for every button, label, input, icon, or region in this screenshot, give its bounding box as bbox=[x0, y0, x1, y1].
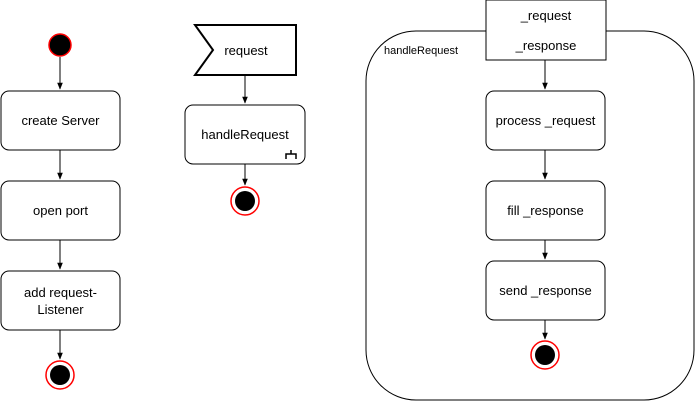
left-flow: create Server open port add request- Lis… bbox=[0, 33, 121, 390]
accept-event-request[interactable]: request bbox=[193, 24, 297, 76]
middle-flow: request handleRequest bbox=[184, 24, 306, 216]
rake-icon bbox=[285, 150, 297, 159]
action-create-server-label: create Server bbox=[21, 113, 100, 128]
action-handle-request-label: handleRequest bbox=[201, 127, 289, 142]
accept-event-label: request bbox=[224, 43, 268, 58]
param-response: _response bbox=[515, 38, 577, 53]
action-send-response[interactable]: send _response bbox=[485, 260, 606, 321]
right-flow: handleRequest _request _response process… bbox=[365, 0, 695, 401]
final-node[interactable] bbox=[45, 360, 75, 390]
action-send-response-label: send _response bbox=[499, 283, 592, 298]
action-add-request-listener[interactable]: add request- Listener bbox=[0, 270, 121, 331]
action-fill-response[interactable]: fill _response bbox=[485, 180, 606, 241]
action-add-listener-label-line2: Listener bbox=[37, 302, 84, 317]
param-request: _request bbox=[520, 8, 572, 23]
action-add-listener-label-line1: add request- bbox=[24, 285, 97, 300]
action-open-port-label: open port bbox=[33, 203, 88, 218]
initial-node[interactable] bbox=[48, 33, 72, 57]
action-open-port[interactable]: open port bbox=[0, 180, 121, 241]
middle-final-node[interactable] bbox=[230, 186, 260, 216]
action-handle-request[interactable]: handleRequest bbox=[184, 104, 306, 165]
action-create-server[interactable]: create Server bbox=[0, 90, 121, 151]
action-process-request-label: process _request bbox=[496, 113, 596, 128]
parameter-box[interactable]: _request _response bbox=[485, 0, 607, 61]
action-fill-response-label: fill _response bbox=[507, 203, 584, 218]
action-process-request[interactable]: process _request bbox=[485, 90, 606, 151]
right-final-node[interactable] bbox=[530, 340, 560, 370]
activity-frame-label: handleRequest bbox=[384, 45, 458, 57]
